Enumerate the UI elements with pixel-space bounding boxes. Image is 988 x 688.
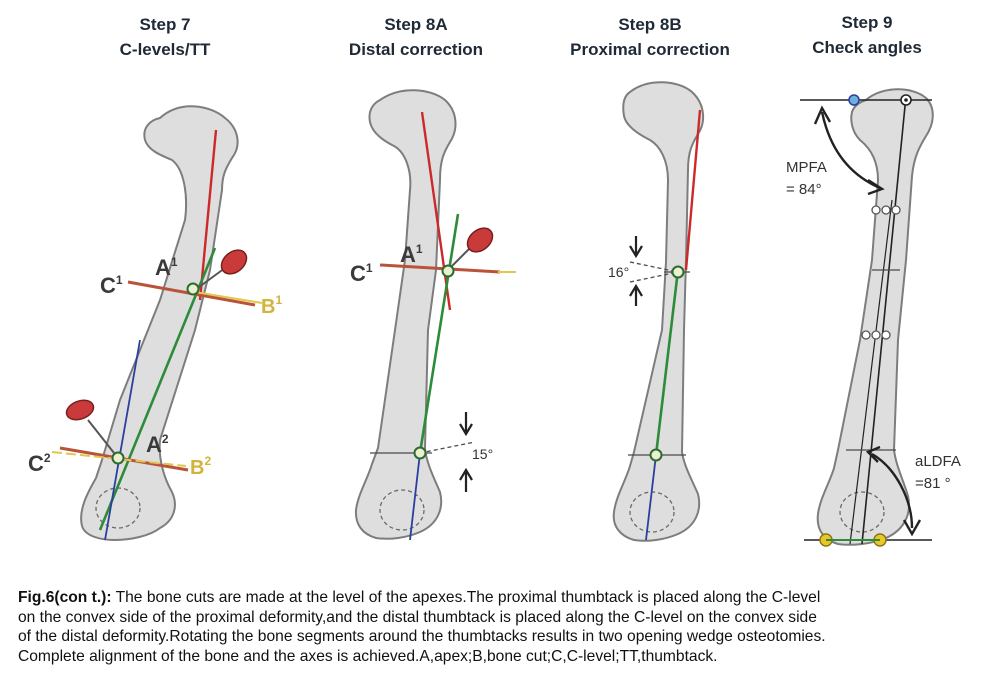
femoral-condyle-outline-step9: [839, 491, 885, 533]
b1-cut-line: [194, 291, 263, 304]
thumbtack-step8a: [447, 227, 494, 271]
caption-line-4: Complete alignment of the bone and the a…: [18, 647, 718, 665]
panel-step-8b: 16°: [608, 81, 705, 542]
arrow-down-step8a: [459, 412, 473, 437]
green-axis-step8b: [654, 269, 680, 456]
thumbtack-proximal-step7: [194, 249, 248, 291]
arrow-up-step8a: [459, 467, 473, 492]
panel-step-9: MPFA = 84° aLDFA =81 °: [786, 88, 961, 547]
aldfa-arrowhead-top: [865, 445, 881, 463]
step-8b-subtitle: Proximal correction: [570, 40, 730, 59]
step-8b-label: Step 8B: [618, 15, 682, 34]
label-a1: A1: [155, 255, 178, 280]
step-9-subtitle: Check angles: [812, 38, 922, 57]
aldfa-value: =81 °: [915, 475, 951, 492]
label-a2: A2: [146, 432, 169, 457]
wedge-line-step8b: [629, 261, 679, 273]
green-axis-step8a: [418, 213, 460, 454]
mpfa-arc: [820, 111, 881, 190]
step-7-title: Step 7 C-levels/TT: [55, 12, 275, 62]
thumbtack-distal-step7: [65, 399, 119, 459]
red-axis-step8a: [420, 111, 452, 311]
arrow-down-step8b: [629, 236, 643, 259]
femur-bone-step8a: [354, 89, 457, 540]
mpfa-name: MPFA: [786, 159, 827, 176]
step-8b-title: Step 8B Proximal correction: [540, 12, 760, 62]
label-c1: C1: [100, 273, 123, 298]
label-b2: B2: [190, 454, 211, 479]
hinge-marker-distal-step8b: [649, 448, 663, 462]
step-7-subtitle: C-levels/TT: [119, 40, 211, 59]
figure-caption: Fig.6(con t.): The bone cuts are made at…: [18, 588, 968, 666]
wedge-line-2-step8b: [629, 271, 679, 283]
mpfa-arrowhead-top: [813, 105, 832, 125]
blue-axis-step7: [104, 339, 141, 541]
caption-line-1-text: The bone cuts are made at the level of t…: [111, 589, 821, 606]
axis-ring-markers-upper: [871, 205, 901, 215]
arrow-up-step8b: [629, 283, 643, 306]
panel-step-8a: C1 A1 15°: [350, 89, 516, 541]
step-8a-title: Step 8A Distal correction: [306, 12, 526, 62]
label-a1-step8a: A1: [400, 242, 423, 267]
apex-marker-step8a: [441, 264, 455, 278]
red-axis-step7: [198, 129, 218, 301]
step-9-label: Step 9: [841, 13, 893, 32]
apex-a1-marker: [186, 282, 200, 296]
mechanical-axis-step9: [861, 95, 907, 545]
blue-axis-step8b: [645, 454, 657, 541]
mpfa-value: = 84°: [786, 181, 822, 198]
label-c1-step8a: C1: [350, 261, 373, 286]
femur-bone-step7: [80, 105, 239, 542]
caption-line-3: of the distal deformity.Rotating the bon…: [18, 628, 826, 645]
femur-diagram: C1 A1 B1 C2 A2 B2 C1 A1 15°: [28, 81, 961, 547]
caption-line-1: Fig.6(con t.): The bone cuts are made at…: [18, 588, 968, 608]
angle-15-label: 15°: [472, 446, 493, 462]
mpfa-arrowhead-bottom: [867, 178, 885, 196]
step-7-label: Step 7: [139, 15, 191, 34]
blue-axis-step8a: [409, 452, 421, 541]
femoral-head-center-marker: [848, 94, 860, 106]
aldfa-arrowhead-bottom: [902, 519, 922, 537]
b2-cut-line: [51, 451, 187, 467]
axis-ring-markers-lower: [861, 330, 891, 340]
c1-level-line-step8a: [379, 263, 501, 274]
aldfa-name: aLDFA: [915, 453, 961, 470]
step-8a-subtitle: Distal correction: [348, 40, 484, 59]
hinge-marker-step8a: [413, 446, 427, 460]
femur-bone-step8b: [612, 81, 705, 542]
hinge-marker-proximal-step8b: [671, 265, 685, 279]
anatomic-axis-step9: [849, 199, 893, 545]
red-axis-step8b: [684, 109, 702, 271]
caption-prefix: Fig.6(con t.):: [18, 589, 112, 606]
wedge-line-step8a: [419, 441, 476, 454]
caption-line-2: on the convex side of the proximal defor…: [18, 608, 817, 626]
step-8a-label: Step 8A: [384, 15, 448, 34]
femoral-condyle-outline-step8a: [379, 489, 425, 531]
label-c2: C2: [28, 451, 51, 476]
angle-16-label: 16°: [608, 264, 629, 280]
aldfa-arc: [871, 452, 914, 529]
step-9-title: Step 9 Check angles: [757, 10, 977, 60]
label-b1: B1: [261, 293, 282, 318]
panel-step-7: C1 A1 B1 C2 A2 B2: [28, 105, 282, 542]
apex-a2-marker: [111, 451, 125, 465]
